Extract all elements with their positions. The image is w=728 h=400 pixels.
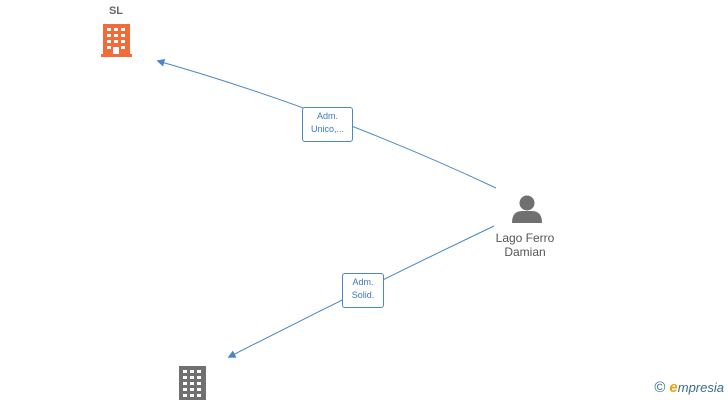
- edge-label-line2: Solid.: [351, 290, 375, 300]
- person-name-line1: Lago Ferro: [495, 231, 555, 245]
- copyright-icon: ©: [654, 379, 666, 396]
- building-icon[interactable]: [179, 366, 206, 400]
- edge-label-line1: Adm.: [352, 277, 374, 287]
- edge-label-line1: Adm.: [316, 111, 338, 121]
- empresia-watermark: © empresia: [654, 379, 724, 396]
- company-name-label[interactable]: SL: [108, 5, 124, 17]
- brand-initial: e: [669, 379, 678, 396]
- person-name-label[interactable]: Lago Ferro Damian: [476, 231, 574, 259]
- person-name-line2: Damian: [504, 245, 546, 259]
- edge-label-line2: Unico,...: [310, 124, 344, 134]
- person-icon[interactable]: [512, 195, 542, 224]
- edge-label-adm-unico[interactable]: Adm. Unico,...: [302, 107, 353, 142]
- building-icon[interactable]: [101, 24, 132, 57]
- brand-name: mpresia: [677, 380, 724, 395]
- edge-label-adm-solid[interactable]: Adm. Solid.: [342, 273, 384, 308]
